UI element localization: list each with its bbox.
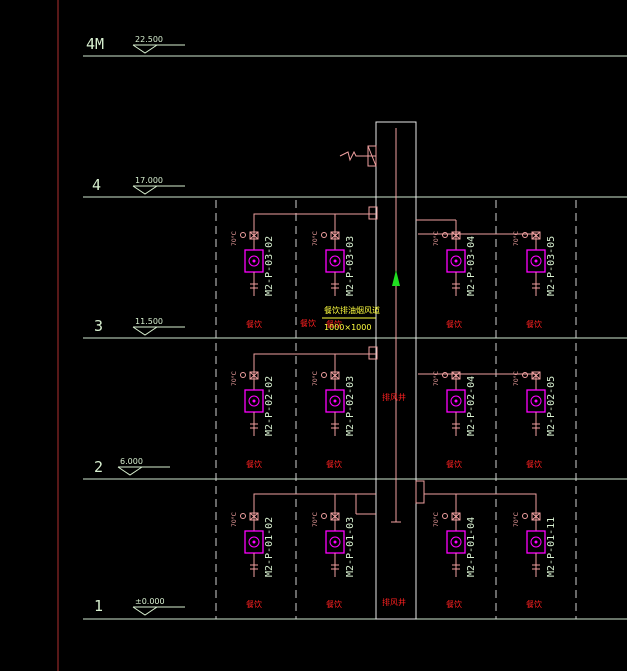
fan-unit-label: M2-P-02-02 bbox=[264, 376, 275, 436]
level-lines bbox=[83, 55, 627, 620]
fan-units: 70°C M2-P-03-02 70°C M2-P-03-03 70°C M2-P-03-… bbox=[231, 231, 557, 577]
flow-arrow-icon bbox=[392, 270, 400, 286]
room-label: 餐饮 bbox=[446, 319, 462, 329]
fan-unit-label: M2-P-01-04 bbox=[466, 517, 477, 577]
fan-unit: 70°C M2-P-03-02 bbox=[231, 231, 275, 296]
shaft-name-label: 餐饮排油烟风道 bbox=[324, 305, 380, 315]
damper-tag: 70°C bbox=[231, 512, 238, 527]
fan-unit: 70°C M2-P-02-05 bbox=[513, 371, 557, 436]
fan-unit-label: M2-P-02-03 bbox=[345, 376, 356, 436]
damper-tag: 70°C bbox=[433, 231, 440, 246]
fan-unit-label: M2-P-03-05 bbox=[546, 236, 557, 296]
shaft-size-label: 1000×1000 bbox=[324, 323, 371, 332]
fan-unit-label: M2-P-01-11 bbox=[546, 517, 557, 577]
elevation-3: 11.500 bbox=[135, 317, 163, 326]
fan-unit: 70°C M2-P-01-11 bbox=[513, 512, 557, 577]
fan-unit: 70°C M2-P-03-04 bbox=[433, 231, 477, 296]
damper-tag: 70°C bbox=[231, 371, 238, 386]
shaft-label: 排风井 bbox=[382, 392, 406, 402]
fan-unit: 70°C M2-P-01-02 bbox=[231, 512, 275, 577]
damper-tag: 70°C bbox=[312, 231, 319, 246]
fan-unit: 70°C M2-P-01-04 bbox=[433, 512, 477, 577]
fan-unit-label: M2-P-03-03 bbox=[345, 236, 356, 296]
floor-name-1: 1 bbox=[94, 597, 103, 615]
room-label: 餐饮 bbox=[326, 599, 342, 609]
room-label: 餐饮 bbox=[326, 319, 342, 329]
room-label: 餐饮 bbox=[526, 319, 542, 329]
elevation-markers bbox=[117, 44, 185, 616]
fan-unit: 70°C M2-P-01-03 bbox=[312, 512, 356, 577]
damper-tag: 70°C bbox=[513, 512, 520, 527]
room-label: 餐饮 bbox=[446, 459, 462, 469]
fan-unit: 70°C M2-P-02-04 bbox=[433, 371, 477, 436]
fan-unit: 70°C M2-P-02-02 bbox=[231, 371, 275, 436]
room-label: 餐饮 bbox=[446, 599, 462, 609]
damper-tag: 70°C bbox=[433, 371, 440, 386]
damper-tag: 70°C bbox=[513, 231, 520, 246]
fan-unit-label: M2-P-01-03 bbox=[345, 517, 356, 577]
fan-unit-label: M2-P-03-02 bbox=[264, 236, 275, 296]
floor-labels: 4M 4 3 2 1 bbox=[86, 35, 104, 615]
fan-unit-label: M2-P-02-04 bbox=[466, 376, 477, 436]
floor-name-4m: 4M bbox=[86, 35, 104, 53]
elevation-4: 17.000 bbox=[135, 176, 163, 185]
floor-name-3: 3 bbox=[94, 317, 103, 335]
elevation-4m: 22.500 bbox=[135, 35, 163, 44]
fan-unit-label: M2-P-03-04 bbox=[466, 236, 477, 296]
damper-tag: 70°C bbox=[513, 371, 520, 386]
elevation-1: ±0.000 bbox=[135, 597, 165, 606]
room-label: 餐饮 bbox=[246, 319, 262, 329]
fan-unit: 70°C M2-P-03-03 bbox=[312, 231, 356, 296]
fan-unit: 70°C M2-P-03-05 bbox=[513, 231, 557, 296]
fan-unit: 70°C M2-P-02-03 bbox=[312, 371, 356, 436]
damper-tag: 70°C bbox=[312, 371, 319, 386]
floor-name-2: 2 bbox=[94, 458, 103, 476]
room-label: 餐饮 bbox=[300, 318, 316, 328]
exhaust-shaft bbox=[339, 121, 417, 620]
room-label: 餐饮 bbox=[246, 599, 262, 609]
room-label: 餐饮 bbox=[526, 459, 542, 469]
damper-tag: 70°C bbox=[312, 512, 319, 527]
fan-unit-label: M2-P-01-02 bbox=[264, 517, 275, 577]
elevation-2: 6.000 bbox=[120, 457, 143, 466]
room-label: 餐饮 bbox=[526, 599, 542, 609]
damper-tag: 70°C bbox=[433, 512, 440, 527]
damper-tag: 70°C bbox=[231, 231, 238, 246]
room-label: 餐饮 bbox=[246, 459, 262, 469]
room-label: 餐饮 bbox=[326, 459, 342, 469]
fan-unit-label: M2-P-02-05 bbox=[546, 376, 557, 436]
grid-columns bbox=[215, 200, 577, 619]
shaft-label: 排风井 bbox=[382, 597, 406, 607]
floor-name-4: 4 bbox=[92, 176, 101, 194]
ducts bbox=[253, 206, 537, 516]
